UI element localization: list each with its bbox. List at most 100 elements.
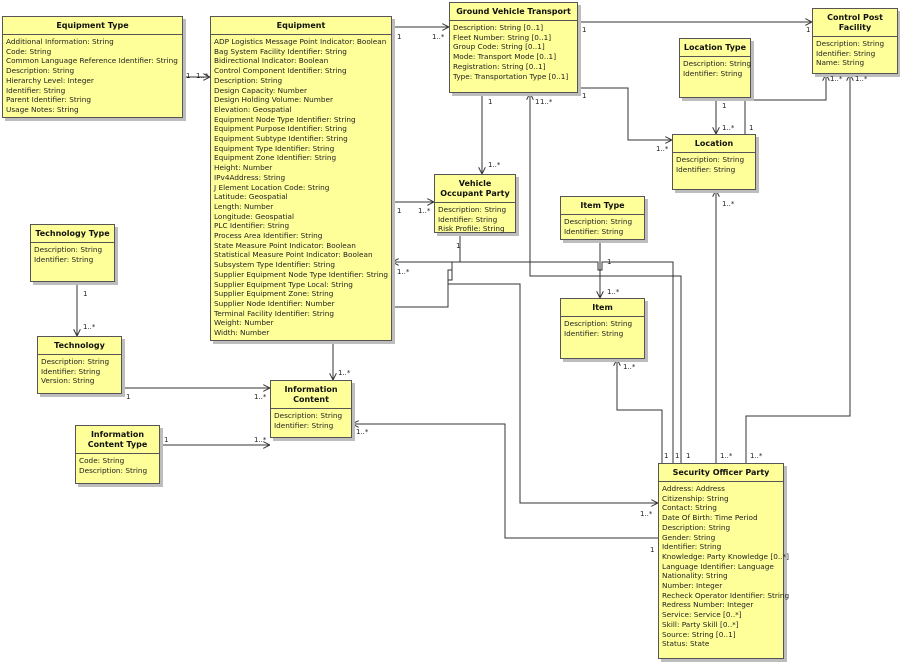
multiplicity-label: 1..*: [656, 145, 669, 153]
multiplicity-label: 1: [126, 393, 131, 401]
attribute: Citizenship: String: [662, 493, 729, 503]
attribute-list: Description: String Identifier: String: [271, 409, 351, 432]
assoc-groundvehicle-location: [578, 87, 672, 140]
attribute: Bidirectional Indicator: Boolean: [214, 56, 329, 66]
attribute: Description: String: [683, 59, 752, 68]
multiplicity-label: 1..*: [607, 288, 620, 296]
attribute: Date Of Birth: Time Period: [662, 513, 758, 523]
attribute: Supplier Equipment Zone: String: [214, 289, 334, 299]
attribute-list: Description: String Identifier: String: [561, 215, 644, 238]
class-information-content-type[interactable]: Information Content Type Code: String De…: [75, 425, 160, 484]
multiplicity-label: 1: [607, 258, 612, 266]
attribute: IPv4Address: String: [214, 172, 286, 182]
attribute: Description: String: [438, 205, 507, 214]
attribute: Bag System Facility Identifier: String: [214, 46, 347, 56]
multiplicity-label: 1: [397, 33, 402, 41]
class-location-type[interactable]: Location Type Description: String Identi…: [679, 38, 751, 98]
attribute: Design Holding Volume: Number: [214, 95, 333, 105]
multiplicity-label: 1: [186, 72, 191, 80]
class-equipment-type[interactable]: Equipment Type Additional Information: S…: [2, 16, 183, 118]
attribute: Additional Information: String: [6, 37, 114, 46]
multiplicity-label: 1: [488, 98, 493, 106]
attribute: Equipment Subtype Identifier: String: [214, 134, 348, 144]
attribute: Description: String: [41, 357, 110, 366]
class-control-post-facility[interactable]: Control Post Facility Description: Strin…: [812, 8, 898, 74]
attribute: Description: String: [79, 465, 148, 475]
multiplicity-label: 1..*: [83, 323, 96, 331]
class-title: Information Content: [271, 381, 351, 409]
multiplicity-label: 1: [83, 290, 88, 298]
attribute: Identifier: String: [564, 226, 624, 236]
attribute-list: Additional Information: String Code: Str…: [3, 35, 182, 117]
attribute: Design Capacity: Number: [214, 85, 307, 95]
attribute: Contact: String: [662, 503, 717, 513]
multiplicity-label: 1: [582, 92, 587, 100]
multiplicity-label: 1..*: [830, 75, 843, 83]
multiplicity-label: 1..*: [488, 161, 501, 169]
class-vehicle-occupant-party[interactable]: Vehicle Occupant Party Description: Stri…: [434, 174, 516, 233]
attribute: Identifier: String: [6, 85, 66, 95]
attribute: Hierarchy Level: Integer: [6, 75, 94, 85]
attribute: Recheck Operator Identifier: String: [662, 590, 790, 600]
multiplicity-label: 1..*: [855, 75, 868, 83]
class-item[interactable]: Item Description: String Identifier: Str…: [560, 298, 645, 359]
attribute: Latitude: Geospatial: [214, 192, 288, 202]
attribute-list: Description: String Identifier: String: [561, 317, 644, 340]
class-technology[interactable]: Technology Description: String Identifie…: [37, 336, 122, 394]
attribute-list: Code: String Description: String: [76, 454, 159, 477]
attribute-list: Description: String Identifier: String N…: [813, 37, 897, 70]
assoc-security-item: [617, 359, 663, 463]
attribute: Description: String: [564, 217, 633, 226]
attribute: Source: String [0..1]: [662, 629, 736, 639]
attribute: Description: String: [214, 75, 283, 85]
attribute: Identifier: String: [683, 68, 743, 78]
multiplicity-label: 1..*: [750, 452, 763, 460]
attribute-list: Description: String Identifier: String: [680, 57, 752, 80]
attribute: Language Identifier: Language: [662, 561, 774, 571]
attribute: Supplier Equipment Type Local: String: [214, 279, 353, 289]
attribute: Number: Integer: [662, 581, 723, 591]
attribute-list: Description: String Identifier: String: [31, 243, 114, 266]
attribute: Description: String: [676, 155, 745, 164]
multiplicity-label: 1: [806, 26, 811, 34]
attribute: Equipment Type Identifier: String: [214, 143, 335, 153]
attribute: Description: String: [6, 66, 75, 76]
multiplicity-label: 1: [397, 207, 402, 215]
attribute: Usage Notes: String: [6, 104, 79, 114]
attribute: Description: String: [816, 39, 885, 48]
multiplicity-label: 1..*: [196, 72, 209, 80]
assoc-security-groundvehicle: [530, 93, 682, 463]
class-ground-vehicle-transport[interactable]: Ground Vehicle Transport Description: St…: [449, 2, 578, 93]
attribute: Control Component Identifier: String: [214, 66, 347, 76]
attribute: Mode: Transport Mode [0..1]: [453, 52, 557, 62]
multiplicity-label: 1..*: [640, 510, 653, 518]
class-information-content[interactable]: Information Content Description: String …: [270, 380, 352, 438]
class-technology-type[interactable]: Technology Type Description: String Iden…: [30, 224, 115, 282]
attribute: Identifier: String: [564, 328, 624, 338]
attribute-list: Description: String Identifier: String R…: [435, 203, 515, 236]
class-equipment[interactable]: Equipment ADP Logistics Message Point In…: [210, 16, 392, 341]
class-title: Location Type: [680, 39, 750, 57]
multiplicity-label: 1..*: [720, 452, 733, 460]
multiplicity-label: 1..*: [418, 207, 431, 215]
multiplicity-label: 1: [535, 98, 540, 106]
attribute: Description: String: [662, 522, 731, 532]
attribute: Description: String: [274, 411, 343, 420]
attribute: Identifier: String: [274, 420, 334, 430]
attribute: Name: String: [816, 58, 865, 68]
attribute: Type: Transportation Type [0..1]: [453, 71, 569, 81]
class-location[interactable]: Location Description: String Identifier:…: [672, 134, 756, 190]
attribute: Fleet Number: String [0..1]: [453, 32, 552, 42]
attribute: PLC Identifier: String: [214, 221, 290, 231]
attribute: Nationality: String: [662, 571, 728, 581]
multiplicity-label: 1..*: [540, 98, 553, 106]
attribute: Equipment Purpose Identifier: String: [214, 124, 347, 134]
class-item-type[interactable]: Item Type Description: String Identifier…: [560, 196, 645, 240]
attribute: Identifier: String: [41, 366, 101, 376]
attribute: Common Language Reference Identifier: St…: [6, 56, 178, 66]
attribute: Identifier: String: [34, 254, 94, 264]
class-security-officer-party[interactable]: Security Officer Party Address: Address …: [658, 463, 790, 659]
attribute: State Measure Point Indicator: Boolean: [214, 240, 356, 250]
attribute: J Element Location Code: String: [214, 182, 330, 192]
